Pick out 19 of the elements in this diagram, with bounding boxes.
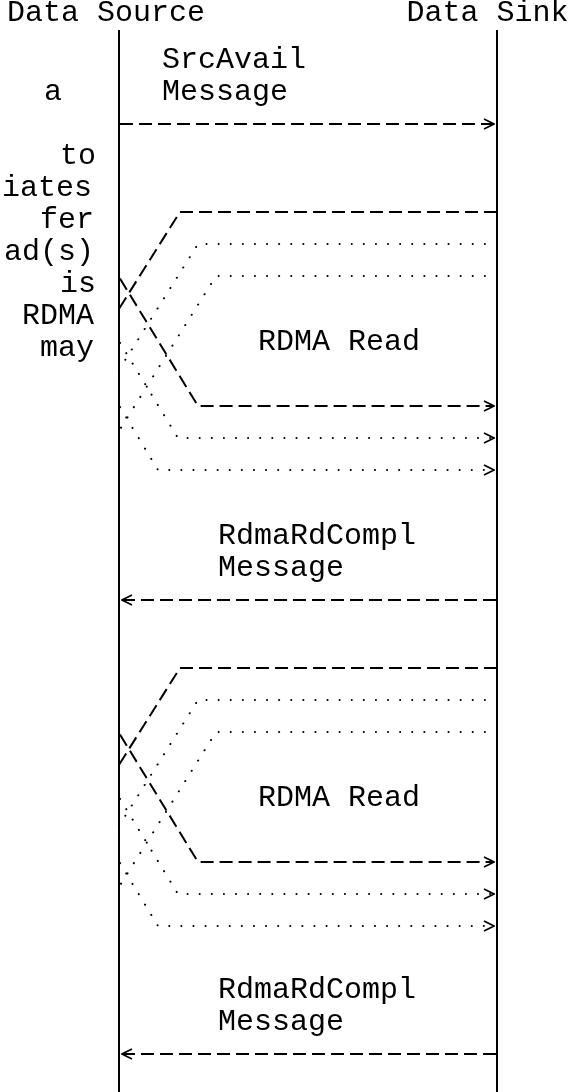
arrow	[119, 733, 495, 868]
dotted-arrow	[119, 797, 495, 900]
text-label: iates	[2, 172, 92, 204]
dotted-arrow	[119, 406, 495, 476]
arrow	[119, 277, 495, 412]
text-label: ad(s)	[4, 236, 94, 268]
text-label: RDMA Read	[258, 782, 421, 814]
text-label: fer	[40, 204, 94, 236]
dotted-arrow	[119, 341, 495, 444]
arrow	[121, 594, 497, 606]
text-label: a	[44, 76, 62, 108]
text-label: RDMA	[22, 300, 94, 332]
text-label: to	[60, 140, 96, 172]
arrow	[119, 118, 495, 130]
arrow	[121, 1048, 497, 1060]
dotted-arrow	[119, 862, 495, 932]
text-label: may	[40, 332, 94, 364]
text-label: RDMA Read	[258, 326, 421, 358]
text-label: is	[60, 268, 96, 300]
